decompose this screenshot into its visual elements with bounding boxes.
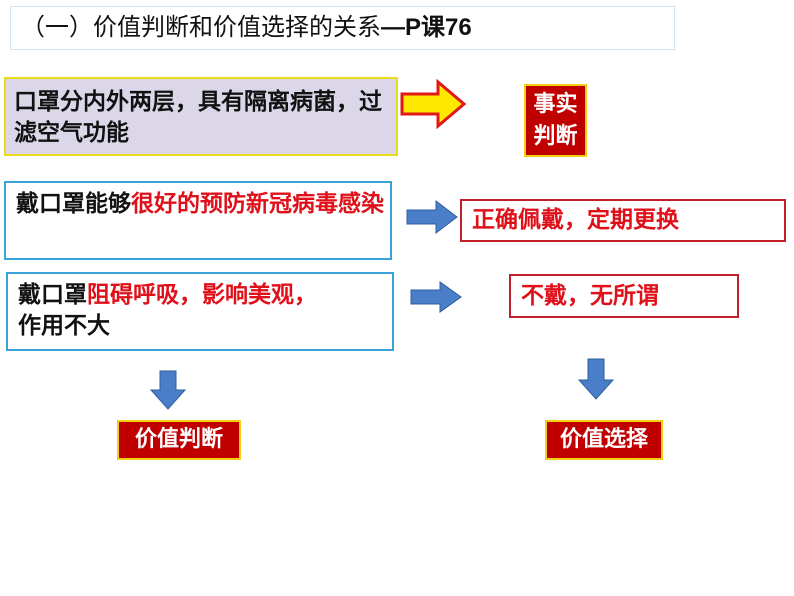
statement3-highlight: 阻碍呼吸，影响美观， bbox=[87, 282, 317, 308]
value-judgment-label: 价值判断 bbox=[134, 427, 223, 452]
fact-statement-text: 口罩分内外两层，具有隔离病菌，过滤空气功能 bbox=[14, 89, 382, 146]
right-arrow-fact-icon bbox=[400, 78, 467, 130]
statement3-line2: 作用不大 bbox=[18, 313, 110, 339]
right-arrow-2-icon bbox=[410, 281, 462, 313]
choice2-text: 不戴，无所谓 bbox=[521, 283, 659, 309]
value-choice-label: 价值选择 bbox=[559, 427, 648, 452]
title-suffix: —P课76 bbox=[381, 14, 472, 41]
fact-judgment-badge: 事实 判断 bbox=[524, 84, 587, 157]
choice1-text: 正确佩戴，定期更换 bbox=[472, 207, 679, 233]
right-arrow-1-icon bbox=[406, 199, 458, 235]
page-title: （一）价值判断和价值选择的关系—P课76 bbox=[10, 6, 675, 50]
statement3-line1: 戴口罩阻碍呼吸，影响美观， bbox=[18, 280, 386, 311]
fact-badge-line1: 事实 bbox=[533, 92, 578, 117]
fact-badge-line2: 判断 bbox=[533, 124, 578, 149]
statement3-plain: 戴口罩 bbox=[18, 282, 87, 308]
title-prefix: （一）价值判断和价值选择的关系 bbox=[21, 13, 381, 41]
value-choice-box-2: 不戴，无所谓 bbox=[509, 274, 739, 318]
value-statement-box-1: 戴口罩能够很好的预防新冠病毒感染 bbox=[4, 181, 392, 260]
fact-statement-box: 口罩分内外两层，具有隔离病菌，过滤空气功能 bbox=[4, 77, 398, 156]
down-arrow-choice-icon bbox=[577, 358, 615, 400]
statement2-plain: 戴口罩能够 bbox=[16, 191, 131, 217]
down-arrow-judgment-icon bbox=[149, 370, 187, 410]
value-choice-badge: 价值选择 bbox=[545, 420, 663, 460]
statement2-highlight: 很好的预防新冠病毒感染 bbox=[131, 191, 384, 217]
value-judgment-badge: 价值判断 bbox=[117, 420, 241, 460]
value-choice-box-1: 正确佩戴，定期更换 bbox=[460, 199, 786, 242]
value-statement-box-2: 戴口罩阻碍呼吸，影响美观， 作用不大 bbox=[6, 272, 394, 351]
